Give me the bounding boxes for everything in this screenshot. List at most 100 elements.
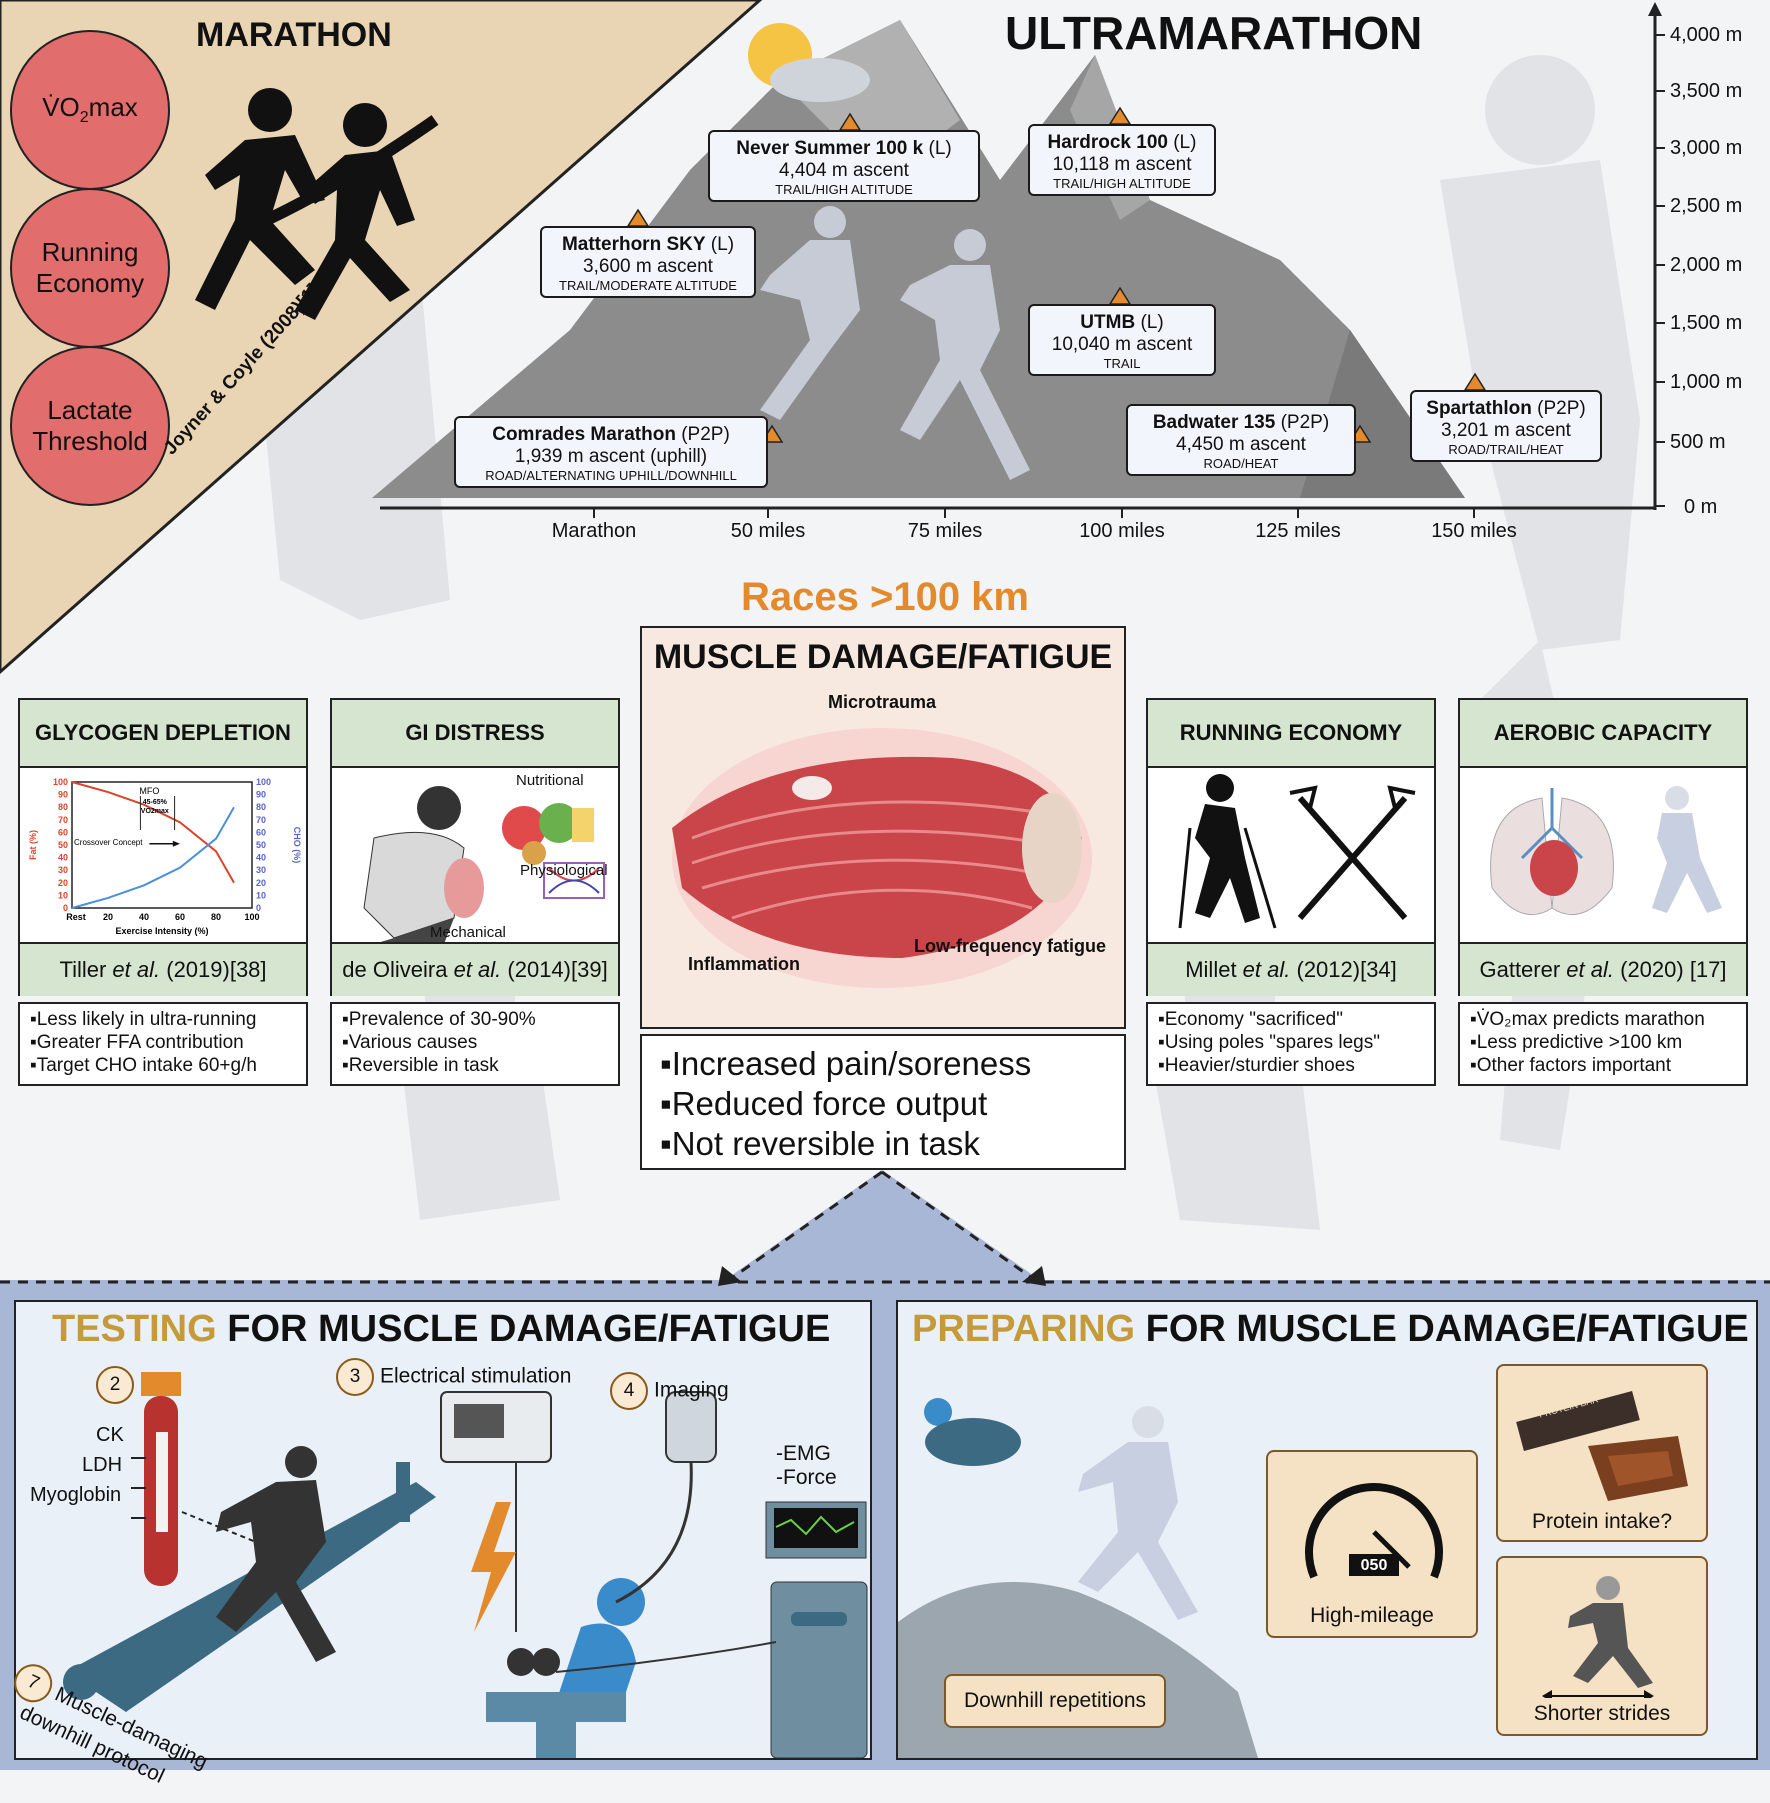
mfo-annotation: MFO bbox=[139, 786, 159, 796]
y-left-tick: 0 bbox=[63, 903, 68, 913]
y-right-tick: 40 bbox=[256, 853, 266, 863]
economy-bullet-2: ▪Using poles "spares legs" bbox=[1158, 1032, 1380, 1053]
y-right-tick: 80 bbox=[256, 802, 266, 812]
y-left-tick: 40 bbox=[58, 853, 68, 863]
bullet-reversible: ▪Not reversible in task bbox=[660, 1125, 980, 1162]
x-tick: Rest bbox=[66, 912, 86, 922]
myoglobin-label: Myoglobin bbox=[30, 1484, 122, 1506]
x-tick: 100 bbox=[244, 912, 259, 922]
y-right-tick: 90 bbox=[256, 790, 266, 800]
gi-distress-title: GI DISTRESS bbox=[332, 700, 618, 768]
y-tick-0: 0 m bbox=[1684, 496, 1718, 518]
y-left-tick: 70 bbox=[58, 815, 68, 825]
aerobic-bullet-1: ▪V̇O₂max predicts marathon bbox=[1470, 1009, 1705, 1030]
x-label-marathon: Marathon bbox=[551, 520, 637, 542]
protein-bar-icon bbox=[1516, 1390, 1688, 1501]
y-tick-1500: 1,500 m bbox=[1670, 312, 1743, 334]
odometer-icon bbox=[1305, 1483, 1443, 1579]
y-left-tick: 10 bbox=[58, 890, 68, 900]
ldh-label: LDH bbox=[82, 1454, 123, 1476]
y-left-axis-label: Fat (%) bbox=[28, 830, 38, 860]
crossover-arrowhead bbox=[172, 840, 180, 847]
y-tick-1000: 1,000 m bbox=[1670, 371, 1743, 393]
preparing-panel: PREPARING FOR MUSCLE DAMAGE/FATIGUE Down… bbox=[896, 1300, 1758, 1760]
gi-bullet-3: ▪Reversible in task bbox=[342, 1055, 499, 1076]
microtrauma-label: Microtrauma bbox=[828, 692, 937, 712]
mountain-graphic bbox=[372, 2, 1665, 518]
y-right-tick: 20 bbox=[256, 878, 266, 888]
glycogen-citation: Tiller et al. (2019)[38] bbox=[20, 942, 306, 996]
x-tick: 20 bbox=[103, 912, 113, 922]
testing-panel: TESTING FOR MUSCLE DAMAGE/FATIGUE bbox=[7, 1300, 872, 1788]
gi-bullet-1: ▪Prevalence of 30-90% bbox=[342, 1009, 536, 1030]
series-line-1 bbox=[71, 806, 235, 909]
muscle-damage-title: MUSCLE DAMAGE/FATIGUE bbox=[653, 638, 1113, 676]
y-left-tick: 50 bbox=[58, 840, 68, 850]
aerobic-capacity-panel: AEROBIC CAPACITY Gatterer et al. (2020) … bbox=[1458, 698, 1748, 996]
female-runner-icon bbox=[1542, 1576, 1654, 1698]
x-label-125: 125 miles bbox=[1255, 520, 1341, 542]
physiological-label: Physiological bbox=[520, 862, 608, 879]
mfo-range-annotation: 45-65% bbox=[143, 799, 168, 806]
bullet-pain: ▪Increased pain/soreness bbox=[660, 1045, 1032, 1082]
x-tick: 40 bbox=[139, 912, 149, 922]
economy-bullet-3: ▪Heavier/sturdier shoes bbox=[1158, 1055, 1355, 1076]
aerobic-capacity-bullets: ▪V̇O₂max predicts marathon ▪Less predict… bbox=[1458, 1002, 1748, 1086]
glycogen-bullets: ▪Less likely in ultra-running ▪Greater F… bbox=[18, 1002, 308, 1086]
y-tick-2000: 2,000 m bbox=[1670, 254, 1743, 276]
race-matterhorn: Matterhorn SKY (L) 3,600 m ascent TRAIL/… bbox=[540, 226, 756, 298]
x-label-150: 150 miles bbox=[1431, 520, 1517, 542]
y-tick-4000: 4,000 m bbox=[1670, 24, 1743, 46]
trekking-poles-illustration bbox=[1178, 774, 1416, 929]
running-economy-citation: Millet et al. (2012)[34] bbox=[1148, 942, 1434, 996]
y-left-tick: 80 bbox=[58, 802, 68, 812]
testing-title: TESTING FOR MUSCLE DAMAGE/FATIGUE bbox=[52, 1308, 831, 1350]
high-mileage-card: 050 High-mileage bbox=[1266, 1450, 1478, 1638]
vo2max-annotation: VO2max bbox=[141, 808, 169, 815]
gi-distress-citation: de Oliveira et al. (2014)[39] bbox=[332, 942, 618, 996]
race-utmb: UTMB (L) 10,040 m ascent TRAIL bbox=[1028, 304, 1216, 376]
x-tick: 60 bbox=[175, 912, 185, 922]
x-axis-label: Exercise Intensity (%) bbox=[115, 926, 208, 936]
runners-icon bbox=[195, 88, 439, 320]
race-never-summer: Never Summer 100 k (L) 4,404 m ascent TR… bbox=[708, 130, 980, 202]
running-economy-bullets: ▪Economy "sacrificed" ▪Using poles "spar… bbox=[1146, 1002, 1436, 1086]
bullet-force: ▪Reduced force output bbox=[660, 1085, 988, 1122]
y-tick-3500: 3,500 m bbox=[1670, 80, 1743, 102]
muscle-illustration bbox=[672, 728, 1092, 988]
marathon-title: MARATHON bbox=[196, 16, 392, 54]
x-tick: 80 bbox=[211, 912, 221, 922]
y-tick-500: 500 m bbox=[1670, 431, 1726, 453]
y-right-tick: 50 bbox=[256, 840, 266, 850]
gi-bullet-2: ▪Various causes bbox=[342, 1032, 478, 1053]
y-right-tick: 10 bbox=[256, 890, 266, 900]
protein-label: Protein intake? bbox=[1531, 1510, 1673, 1533]
ultra-title: ULTRAMARATHON bbox=[1005, 7, 1423, 59]
inflammation-label: Inflammation bbox=[688, 954, 801, 974]
shorter-strides-label: Shorter strides bbox=[1533, 1702, 1671, 1725]
glycogen-bullet-2: ▪Greater FFA contribution bbox=[30, 1032, 244, 1053]
y-right-axis-label: CHO (%) bbox=[292, 827, 302, 864]
emg-label: -EMG bbox=[776, 1442, 831, 1465]
y-left-tick: 90 bbox=[58, 790, 68, 800]
y-right-tick: 30 bbox=[256, 865, 266, 875]
muscle-damage-bullets: ▪Increased pain/soreness ▪Reduced force … bbox=[640, 1034, 1126, 1170]
high-mileage-label: High-mileage bbox=[1310, 1604, 1434, 1627]
races-heading: Races >100 km bbox=[740, 575, 1029, 619]
aerobic-bullet-3: ▪Other factors important bbox=[1470, 1055, 1672, 1076]
y-right-tick: 100 bbox=[256, 777, 271, 787]
chart-frame bbox=[71, 781, 253, 909]
aerobic-capacity-title: AEROBIC CAPACITY bbox=[1460, 700, 1746, 768]
glycogen-bullet-3: ▪Target CHO intake 60+g/h bbox=[30, 1055, 257, 1076]
series-line-0 bbox=[71, 781, 235, 884]
x-label-100: 100 miles bbox=[1079, 520, 1165, 542]
race-badwater: Badwater 135 (P2P) 4,450 m ascent ROAD/H… bbox=[1126, 404, 1356, 476]
y-left-tick: 100 bbox=[53, 777, 68, 787]
y-right-tick: 70 bbox=[256, 815, 266, 825]
step-2-badge: 2 bbox=[96, 1366, 140, 1404]
aerobic-capacity-citation: Gatterer et al. (2020) [17] bbox=[1460, 942, 1746, 996]
shorter-strides-card: Shorter strides bbox=[1496, 1556, 1708, 1736]
